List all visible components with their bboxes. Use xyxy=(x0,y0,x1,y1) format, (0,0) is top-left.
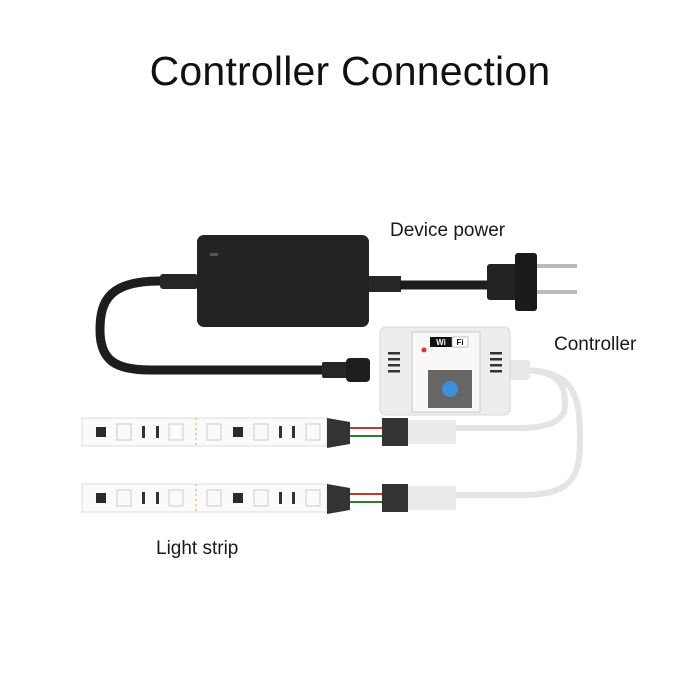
light-strip-label: Light strip xyxy=(156,538,239,559)
dc-cable xyxy=(95,274,370,382)
led-strip-2 xyxy=(81,483,456,514)
led-strip-1 xyxy=(81,417,456,448)
svg-text:Wi: Wi xyxy=(436,338,446,347)
diagram-title: Controller Connection xyxy=(149,48,551,94)
power-adapter xyxy=(197,235,369,327)
controller-label: Controller xyxy=(554,334,637,355)
ac-cable xyxy=(369,253,577,311)
device-power-label: Device power xyxy=(390,220,506,241)
svg-text:Fi: Fi xyxy=(456,338,463,347)
wifi-controller: Wi Fi xyxy=(379,326,511,416)
controller-output-cables xyxy=(455,360,584,498)
